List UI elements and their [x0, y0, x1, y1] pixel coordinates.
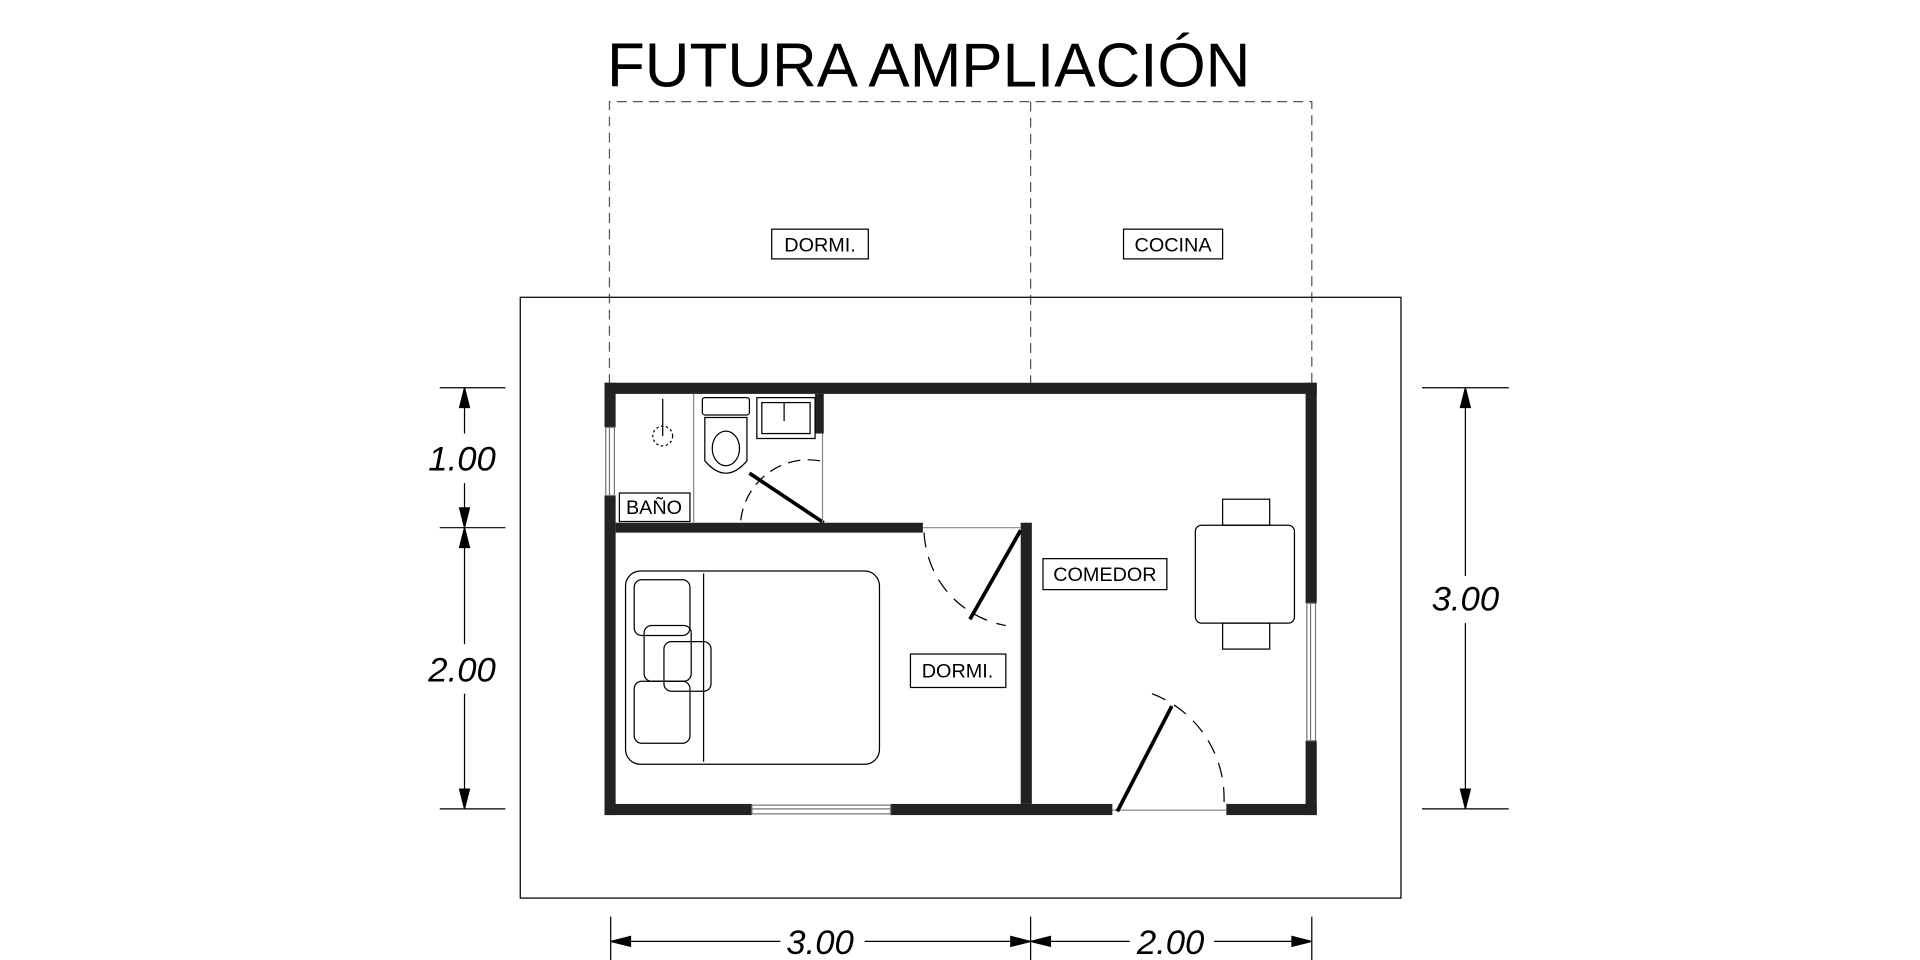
bed-icon [624, 570, 881, 765]
sink-icon [756, 397, 816, 440]
dining-table-icon [1194, 498, 1296, 650]
dimension-right [1422, 387, 1509, 810]
future-cocina-label: COCINA [1122, 228, 1224, 260]
svg-text:DORMI.: DORMI. [784, 234, 855, 256]
dimension-bottom-right: 2.00 [1136, 924, 1204, 960]
walls [604, 382, 1317, 816]
bath-door [740, 433, 825, 525]
room-label-bano: BAÑO [618, 492, 691, 523]
dimension-left-bottom: 2.00 [427, 651, 495, 689]
plan-title: FUTURA AMPLIACIÓN [607, 32, 1250, 101]
svg-text:BAÑO: BAÑO [626, 495, 682, 519]
windows [605, 426, 1317, 815]
future-dormi-label: DORMI. [771, 228, 869, 260]
room-label-dormi: DORMI. [909, 653, 1007, 689]
dimension-left-top: 1.00 [428, 441, 495, 479]
dimension-bottom-left: 3.00 [786, 924, 853, 960]
room-label-comedor: COMEDOR [1042, 558, 1168, 591]
dimension-right-value: 3.00 [1432, 581, 1499, 619]
shower-icon [652, 398, 674, 447]
dimension-bottom [610, 916, 1313, 960]
svg-text:COMEDOR: COMEDOR [1053, 564, 1156, 586]
entry-door [1112, 693, 1227, 813]
future-extension-outline [608, 100, 1313, 384]
svg-text:COCINA: COCINA [1135, 234, 1213, 256]
svg-text:DORMI.: DORMI. [922, 661, 993, 683]
dimension-left [439, 387, 506, 810]
site-boundary [519, 296, 1402, 899]
toilet-icon [701, 397, 751, 474]
bedroom-door [922, 527, 1023, 627]
